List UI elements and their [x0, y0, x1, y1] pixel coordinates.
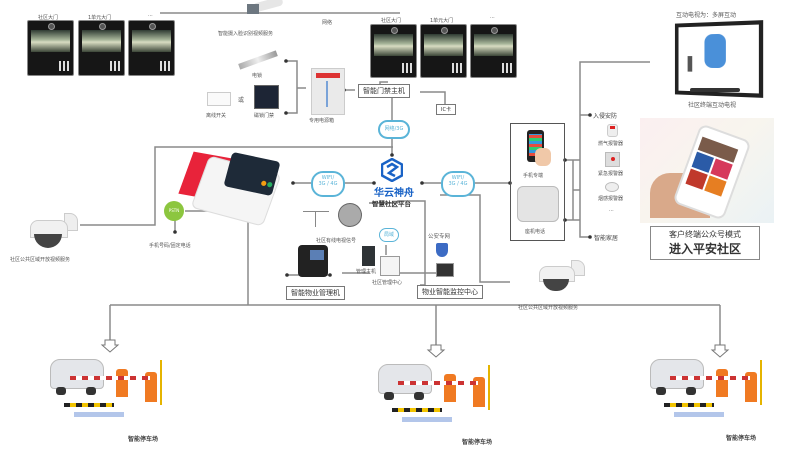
smoke-alarm-icon [605, 182, 619, 192]
security-item: 烟感报警器 [598, 196, 624, 202]
door-panel [370, 24, 417, 78]
parking-label: 智能停车场 [128, 436, 159, 443]
door-panel-label: 社区大门 [38, 15, 59, 21]
door-panel [420, 24, 467, 78]
emergency-alarm-icon [605, 152, 620, 167]
parking-arrow-1 [100, 339, 120, 353]
network-label: 网络 [322, 20, 333, 26]
phone-number-label: 手机号码/固定电话 [149, 243, 191, 249]
monitor-center-box: 物业智能监控中心 [417, 285, 483, 299]
top-camera-label: 智能摄入脸识别视频服务 [218, 31, 274, 37]
parking-arrow-2 [426, 344, 446, 358]
right-dome-camera-icon [533, 258, 585, 294]
antenna-label: 社区有线电视信号 [316, 238, 357, 244]
server-label: 管理主机 [356, 269, 377, 275]
gas-alarm-icon [607, 124, 618, 137]
door-panel [27, 20, 74, 76]
monitor-icon [436, 263, 454, 277]
wechat-caption-line2: 进入平安社区 [668, 242, 741, 256]
door-panel-label: 1单元大门 [88, 15, 112, 21]
landline-label: 座机电话 [525, 229, 546, 235]
door-panel-label: 社区大门 [381, 18, 402, 24]
wechat-caption-box: 客户终端公众号模式 进入平安社区 [650, 226, 760, 260]
mobile-terminal-label: 手机专端 [523, 173, 544, 179]
ic-card-box: IC卡 [436, 104, 456, 115]
right-camera-label: 社区公共区域开放视频服务 [518, 305, 579, 311]
door-panel [470, 24, 517, 78]
cloud-network-3g: 网络/3G [378, 120, 410, 139]
cloud-wifi-right: WIFI/ 3G / 4G [441, 171, 475, 197]
intrusion-security-label: 入侵安防 [593, 113, 618, 120]
huayun-logo-icon [380, 157, 404, 183]
tv-bottom-label: 社区终端互动电视 [688, 102, 737, 109]
wechat-phone-photo [640, 118, 774, 223]
property-machine-box: 智能物业管理机 [286, 286, 345, 300]
mgmt-center-label: 社区管理中心 [372, 280, 403, 286]
parking-label: 智能停车场 [462, 439, 493, 446]
landline-phone-icon [517, 186, 559, 222]
parking-arrow-3 [710, 344, 730, 358]
cloud-private-net: 局域 [379, 228, 399, 242]
security-item: 燃气报警器 [598, 141, 624, 147]
platform-label: 智慧社区平台 [372, 200, 411, 208]
police-net-label: 公安专网 [428, 234, 451, 240]
tv-stand [690, 88, 740, 92]
pstn-circle: PSTN [164, 201, 184, 221]
magnetic-lock-keypad-icon [254, 85, 279, 109]
left-dome-camera-icon [20, 210, 78, 250]
lock-label: 电锁 [252, 73, 263, 79]
parking-lot-1 [50, 355, 170, 425]
cloud-wifi-left: WIFI/ 3G / 4G [311, 171, 345, 197]
police-badge-icon [436, 243, 448, 257]
mgmt-center-icon [380, 256, 400, 276]
smart-home-label: 智能家居 [594, 235, 619, 242]
exit-button-label: 离线开关 [206, 113, 227, 119]
door-host-box: 智能门禁主机 [358, 84, 410, 98]
door-panel [78, 20, 125, 76]
exit-button-icon [207, 92, 231, 106]
door-panel-label: ... [148, 12, 153, 18]
door-panel-label: 1单元大门 [430, 18, 454, 24]
face-recognition-camera-icon [245, 0, 285, 14]
power-controller-box-icon [311, 68, 345, 115]
or-label: 或 [238, 97, 245, 104]
wechat-caption-line1: 客户终端公众号模式 [669, 230, 741, 239]
left-camera-label: 社区公共区域开放视频服务 [10, 257, 71, 263]
parking-lot-2 [378, 360, 498, 430]
controller-label: 专用电源箱 [309, 118, 335, 124]
brand-name: 华云神舟 [374, 188, 414, 199]
server-icon [362, 246, 375, 266]
door-panel [128, 20, 175, 76]
parking-label: 智能停车场 [726, 435, 757, 442]
magnetic-lock-label: 磁锁门禁 [254, 113, 275, 119]
property-phone-icon [298, 245, 328, 277]
security-item: ... [609, 207, 614, 213]
door-panel-label: ... [490, 14, 495, 20]
terminal-box: 手机专端 座机电话 [510, 123, 565, 241]
tv-top-label: 互动电视为：多屏互动 [676, 12, 737, 19]
antenna-icon [303, 207, 329, 227]
security-item: 紧急报警器 [598, 171, 624, 177]
parking-lot-3 [650, 355, 770, 425]
interactive-tv-icon [674, 20, 764, 98]
